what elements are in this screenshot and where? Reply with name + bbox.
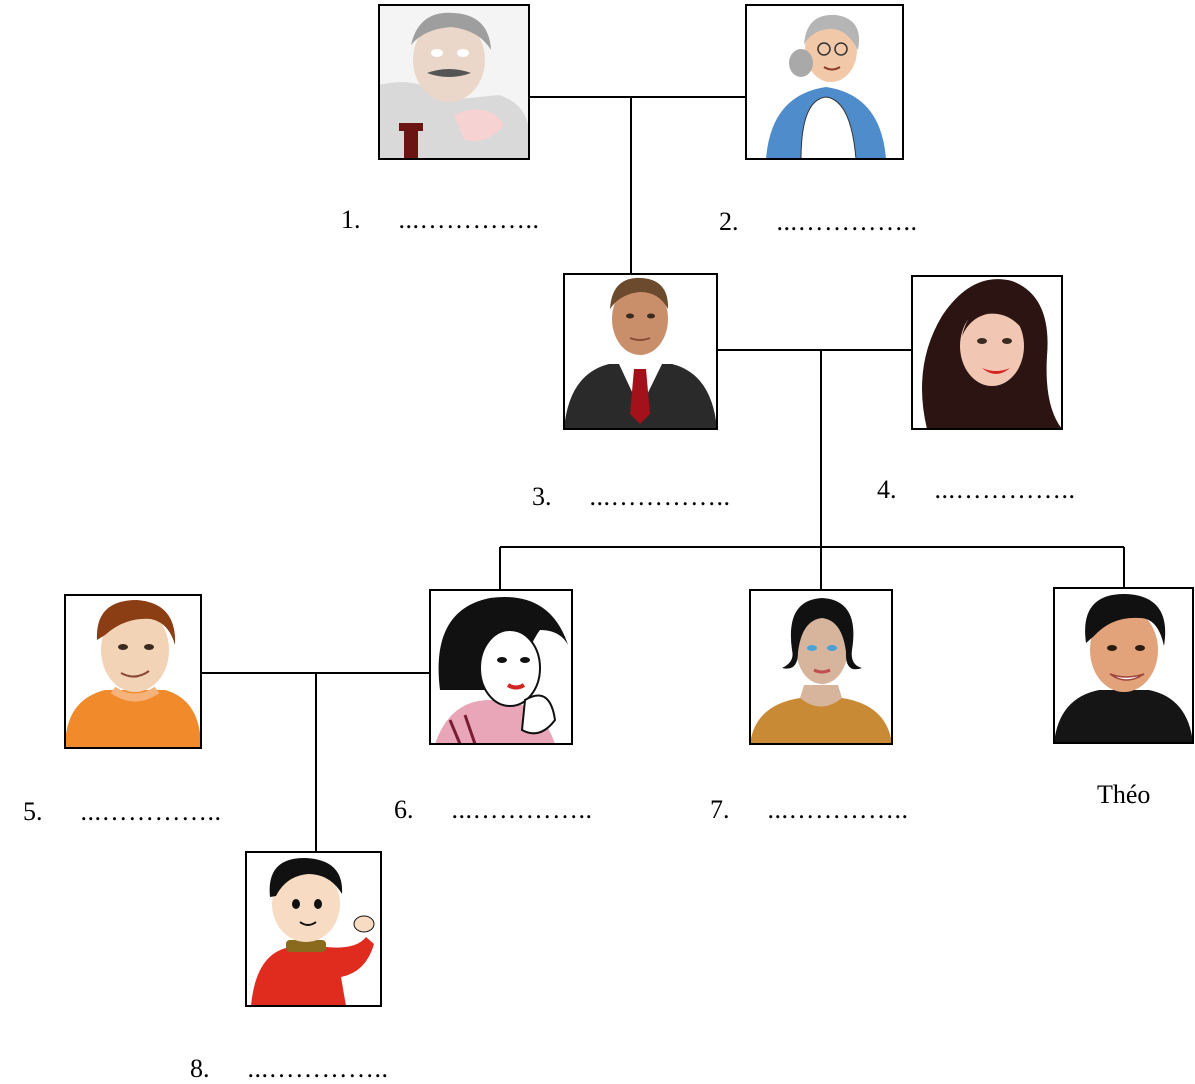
grandmother-portrait [746, 5, 903, 160]
member-number: 2. [719, 207, 739, 236]
brother-in-law-portrait [65, 595, 201, 748]
connector-lines [201, 96, 1125, 852]
nephew-portrait [246, 852, 381, 1006]
portrait-frame-1 [378, 4, 530, 160]
member-label-1: 1. ...………….. [328, 175, 540, 235]
member-label-3: 3. ...………….. [519, 452, 731, 512]
member-number: 8. [190, 1054, 210, 1083]
member-label-5: 5. ...………….. [10, 767, 222, 827]
member-number: 6. [394, 795, 414, 824]
member-label-4: 4. ...………….. [864, 445, 1076, 505]
member-label-6: 6. ...………….. [381, 765, 593, 825]
member-label-8: 8. ...………….. [177, 1024, 389, 1084]
sister-portrait [430, 590, 572, 745]
answer-blank[interactable]: ...………….. [934, 475, 1076, 504]
answer-blank[interactable]: ...………….. [767, 795, 909, 824]
answer-blank[interactable]: ...………….. [80, 797, 222, 826]
portrait-frame-6 [429, 589, 573, 745]
answer-blank[interactable]: ...………….. [589, 482, 731, 511]
answer-blank[interactable]: ...………….. [451, 795, 593, 824]
portrait-frame-5 [64, 594, 202, 749]
member-label-2: 2. ...………….. [706, 177, 918, 237]
portrait-frame-2 [745, 4, 904, 160]
member-number: 5. [23, 797, 43, 826]
theo-name-label: Théo [1097, 780, 1151, 809]
answer-blank[interactable]: ...………….. [247, 1054, 389, 1083]
portrait-frame-theo [1053, 587, 1194, 744]
family-tree-diagram [64, 4, 1194, 1007]
member-number: 4. [877, 475, 897, 504]
theo-portrait [1054, 588, 1193, 743]
father-portrait [564, 274, 717, 429]
portrait-frame-3 [563, 273, 718, 430]
member-number: 7. [710, 795, 730, 824]
portrait-frame-7 [749, 589, 893, 745]
member-number: 1. [341, 205, 361, 234]
answer-blank[interactable]: ...………….. [776, 207, 918, 236]
answer-blank[interactable]: ...………….. [398, 205, 540, 234]
member-number: 3. [532, 482, 552, 511]
mother-portrait [912, 276, 1062, 429]
second-sister-portrait [750, 590, 892, 744]
portrait-frame-8 [245, 851, 382, 1007]
portrait-frame-4 [911, 275, 1063, 430]
grandfather-portrait [379, 5, 529, 159]
member-label-7: 7. ...………….. [697, 765, 909, 825]
